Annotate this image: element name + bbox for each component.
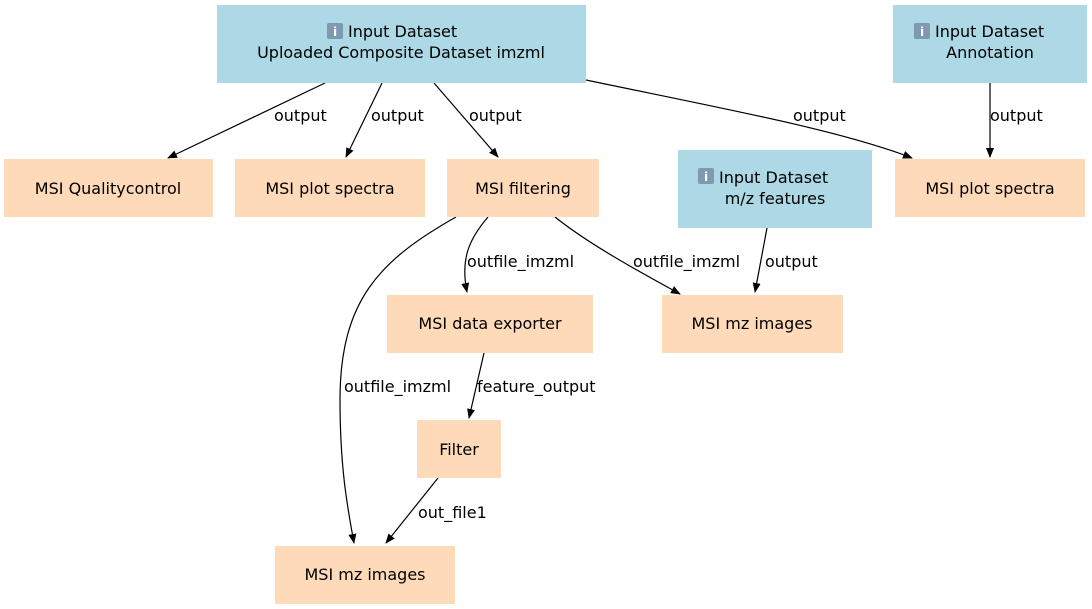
node-label: MSI plot spectra (265, 179, 394, 198)
node-title: Input Dataset (719, 168, 828, 187)
nodes: i Input Dataset Uploaded Composite Datas… (4, 5, 1087, 604)
node-label: MSI filtering (475, 179, 571, 198)
edge-label: output (274, 106, 327, 125)
edge-label: out_file1 (418, 503, 487, 523)
tool-node-filter[interactable]: Filter (417, 420, 501, 478)
node-label: MSI data exporter (418, 314, 562, 333)
edge-filtering-to-data-exporter: outfile_imzml (461, 216, 574, 293)
tool-node-data-exporter[interactable]: MSI data exporter (387, 295, 593, 353)
edge-input-to-filtering: output (433, 82, 522, 158)
edge-label: output (793, 106, 846, 125)
edges: output output output output output outpu… (167, 79, 1043, 544)
edge-input-to-plot-spectra-1: output (345, 82, 424, 158)
info-icon: i (327, 23, 343, 39)
tool-node-qualitycontrol[interactable]: MSI Qualitycontrol (4, 159, 213, 217)
edge-label: feature_output (477, 377, 596, 397)
tool-node-plot-spectra-2[interactable]: MSI plot spectra (895, 159, 1085, 217)
edge-label: output (371, 106, 424, 125)
tool-node-filtering[interactable]: MSI filtering (447, 159, 599, 217)
svg-text:i: i (704, 170, 708, 184)
edge-label: outfile_imzml (467, 252, 574, 272)
edge-data-exporter-to-filter: feature_output (467, 352, 596, 419)
node-label: Filter (439, 440, 479, 459)
edge-label: outfile_imzml (344, 377, 451, 397)
edge-mz-features-to-mz-images-1: output (752, 227, 818, 293)
edge-filtering-to-mz-images-1: outfile_imzml (554, 216, 740, 295)
info-icon: i (914, 23, 930, 39)
node-subtitle: Annotation (946, 43, 1034, 62)
svg-text:i: i (333, 25, 337, 39)
tool-node-plot-spectra-1[interactable]: MSI plot spectra (235, 159, 425, 217)
edge-filtering-to-mz-images-2: outfile_imzml (339, 216, 457, 544)
svg-text:i: i (920, 25, 924, 39)
input-node-mz-features[interactable]: i Input Dataset m/z features (678, 150, 872, 228)
input-node-imzml[interactable]: i Input Dataset Uploaded Composite Datas… (217, 5, 586, 83)
edge-label: outfile_imzml (633, 252, 740, 272)
edge-input-to-plot-spectra-2: output (585, 79, 913, 159)
node-title: Input Dataset (348, 22, 457, 41)
edge-input-to-qualitycontrol: output (167, 82, 327, 159)
edge-annotation-to-plot-spectra-2: output (986, 83, 1043, 158)
tool-node-mz-images-2[interactable]: MSI mz images (275, 546, 455, 604)
node-subtitle: m/z features (725, 189, 826, 208)
node-title: Input Dataset (935, 22, 1044, 41)
edge-label: output (990, 106, 1043, 125)
edge-filter-to-mz-images-2: out_file1 (385, 477, 487, 544)
input-node-annotation[interactable]: i Input Dataset Annotation (893, 5, 1087, 83)
node-label: MSI plot spectra (925, 179, 1054, 198)
edge-label: output (469, 106, 522, 125)
node-label: MSI Qualitycontrol (35, 179, 181, 198)
node-label: MSI mz images (304, 565, 425, 584)
node-label: MSI mz images (691, 314, 812, 333)
node-subtitle: Uploaded Composite Dataset imzml (257, 43, 545, 62)
info-icon: i (698, 168, 714, 184)
edge-label: output (765, 252, 818, 271)
tool-node-mz-images-1[interactable]: MSI mz images (662, 295, 843, 353)
